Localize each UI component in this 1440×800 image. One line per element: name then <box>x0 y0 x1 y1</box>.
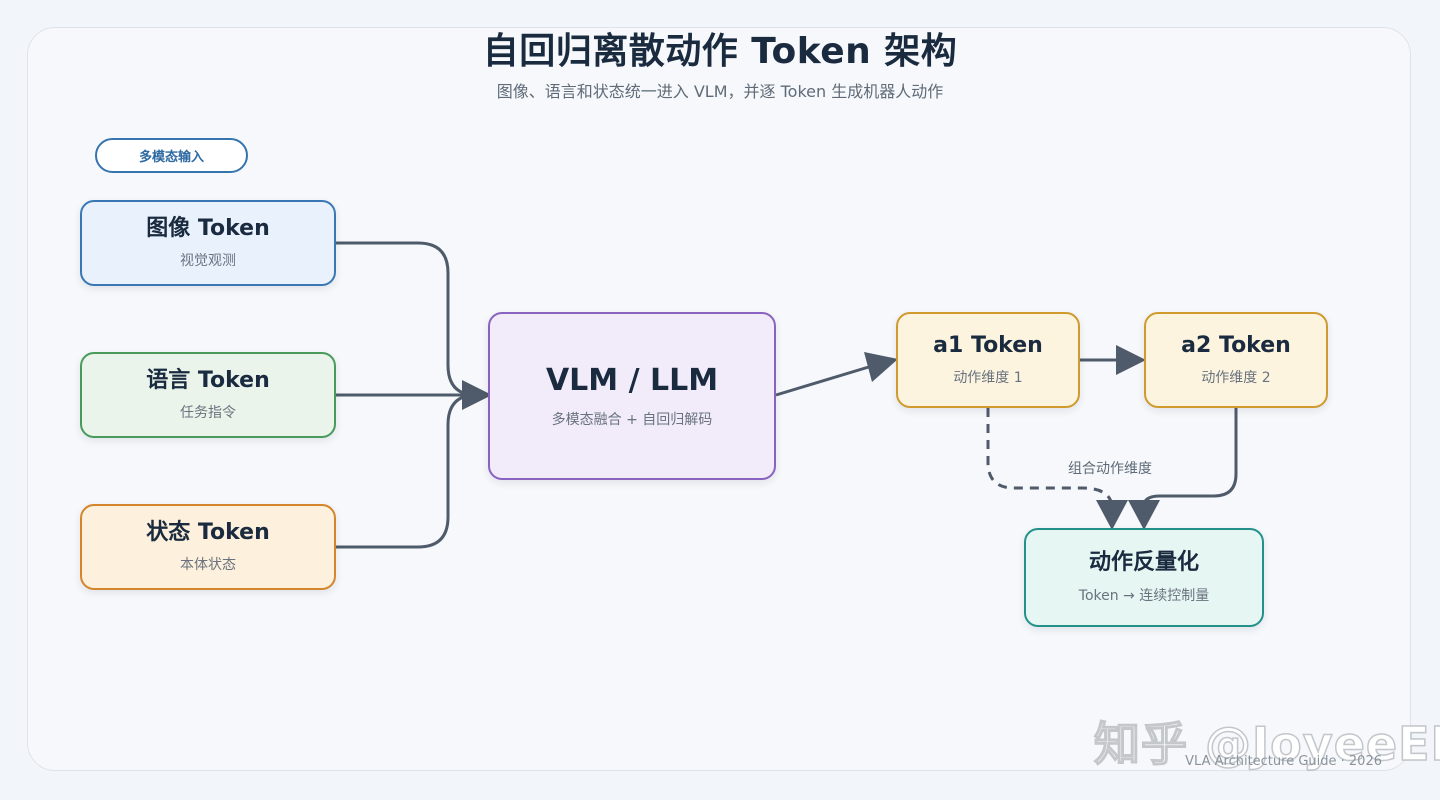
dequantize-subtitle: Token → 连续控制量 <box>1078 587 1210 604</box>
watermark: 知乎 @JoyeeEE <box>1093 716 1440 772</box>
diagram-subtitle: 图像、语言和状态统一进入 VLM，并逐 Token 生成机器人动作 <box>496 82 944 101</box>
input-group-label: 多模态输入 <box>95 138 248 173</box>
language-token-subtitle: 任务指令 <box>180 405 236 422</box>
image-token-subtitle: 视觉观测 <box>180 253 236 270</box>
state-token-title: 状态 Token <box>146 519 270 545</box>
language-token-title: 语言 Token <box>146 367 270 393</box>
a2-token-title: a2 Token <box>1181 332 1291 358</box>
footer-caption: VLA Architecture Guide · 2026 <box>1185 754 1382 769</box>
state-token-subtitle: 本体状态 <box>180 557 236 574</box>
diagram-title: 自回归离散动作 Token 架构 <box>482 31 958 72</box>
language-token-node: 语言 Token 任务指令 <box>80 352 336 438</box>
a1-token-node: a1 Token 动作维度 1 <box>896 312 1080 408</box>
a2-token-node: a2 Token 动作维度 2 <box>1144 312 1328 408</box>
image-token-node: 图像 Token 视觉观测 <box>80 200 336 286</box>
state-token-node: 状态 Token 本体状态 <box>80 504 336 590</box>
dequantize-node: 动作反量化 Token → 连续控制量 <box>1024 528 1264 627</box>
vlm-llm-title: VLM / LLM <box>545 363 719 398</box>
edge-label-combine: 组合动作维度 <box>1068 461 1152 477</box>
image-token-title: 图像 Token <box>146 215 270 241</box>
a1-token-subtitle: 动作维度 1 <box>953 370 1023 387</box>
a1-token-title: a1 Token <box>933 332 1043 358</box>
a2-token-subtitle: 动作维度 2 <box>1201 370 1271 387</box>
vlm-llm-node: VLM / LLM 多模态融合 + 自回归解码 <box>488 312 776 480</box>
dequantize-title: 动作反量化 <box>1088 550 1199 576</box>
vlm-llm-subtitle: 多模态融合 + 自回归解码 <box>551 412 713 428</box>
